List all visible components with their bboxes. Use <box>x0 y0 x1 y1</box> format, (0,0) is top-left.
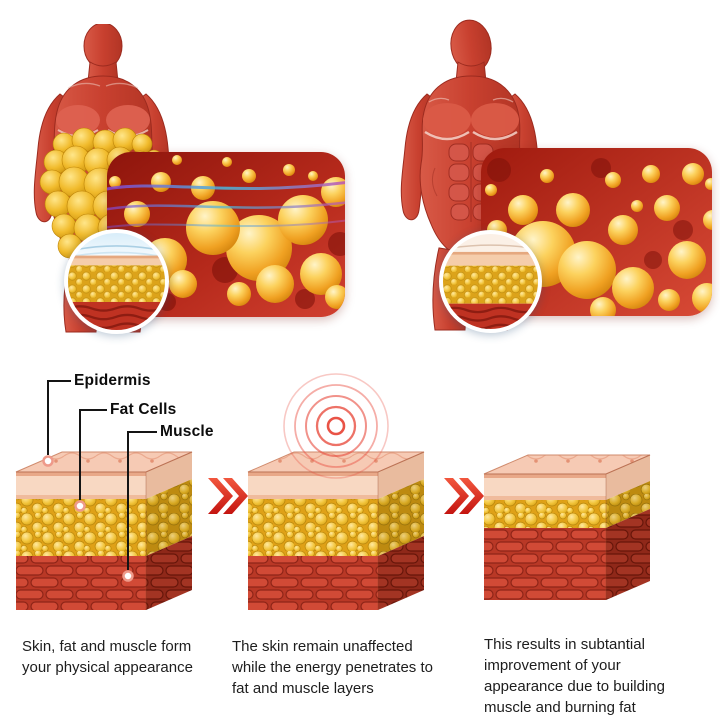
energy-waves <box>283 373 389 479</box>
skin-cube-3 <box>483 454 651 600</box>
skin-layers-magnifier-before <box>64 229 169 334</box>
epidermis-dot <box>42 455 54 467</box>
skin-cube-2 <box>247 451 425 610</box>
step-3-caption: This results in subtantial improvement o… <box>484 636 665 716</box>
arrow-step-1 <box>208 478 248 514</box>
fat-cells-macro-inset-after <box>481 148 712 316</box>
fat-cells-connector <box>79 409 107 500</box>
arrow-step-2 <box>444 478 484 514</box>
fat-cells-dot <box>74 500 86 512</box>
step-1-caption: Skin, fat and muscle form your physical … <box>22 638 193 676</box>
skin-layers-magnifier-after <box>439 230 542 333</box>
connector-dots <box>42 455 134 582</box>
skin-cube-1 <box>15 451 193 610</box>
muscle-details <box>423 97 519 271</box>
muscle-connector <box>127 431 157 570</box>
epidermis-label: Epidermis <box>74 372 151 389</box>
muscle-label: Muscle <box>160 423 214 440</box>
energy-beams <box>107 181 345 229</box>
step-2-caption: The skin remain unaffected while the ene… <box>232 638 433 697</box>
label-connectors <box>47 380 157 570</box>
fat-cells-label: Fat Cells <box>110 401 177 418</box>
epidermis-connector <box>47 380 71 455</box>
fat-bubbles <box>481 163 712 316</box>
muscle-dot <box>122 570 134 582</box>
